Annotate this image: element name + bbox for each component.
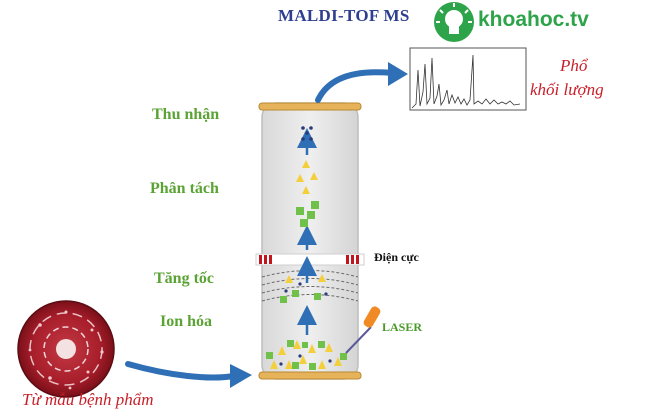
output-arrow-head xyxy=(388,62,408,86)
spectrum-label-line2: khối lượng xyxy=(530,80,604,99)
watermark-text: khoahoc.tv xyxy=(478,8,589,31)
spectrum-label-line1: Phổ xyxy=(560,56,588,75)
acceleration-field xyxy=(261,270,359,302)
sample-plate xyxy=(258,371,362,380)
stage-label-collect: Thu nhận xyxy=(152,106,220,123)
laser-emitter xyxy=(345,306,381,354)
stage-label-accelerate: Tăng tốc xyxy=(154,270,214,287)
lightbulb-icon xyxy=(434,2,474,42)
input-arrow-head xyxy=(230,364,252,388)
sample-matrix xyxy=(266,340,347,370)
petri-dish xyxy=(17,300,115,398)
stage-label-ionize: Ion hóa xyxy=(160,313,213,330)
stage-label-separate: Phân tách xyxy=(150,180,219,197)
watermark-logo: khoahoc.tv xyxy=(432,0,660,44)
separating-ions xyxy=(296,160,319,227)
accelerating-ions xyxy=(280,274,328,303)
electrode-band xyxy=(255,253,365,266)
diagram-title: MALDI-TOF MS xyxy=(278,6,410,25)
output-arrow xyxy=(315,69,395,103)
mass-spectrum-graph xyxy=(409,47,527,111)
flight-tube xyxy=(261,102,359,380)
detector-plate xyxy=(258,102,362,111)
laser-label: LASER xyxy=(382,320,423,334)
detected-ions xyxy=(301,126,313,141)
sample-label: Từ mẫu bệnh phẩm xyxy=(22,390,154,409)
input-arrow xyxy=(125,361,237,381)
electrode-label: Điện cực xyxy=(374,250,419,264)
